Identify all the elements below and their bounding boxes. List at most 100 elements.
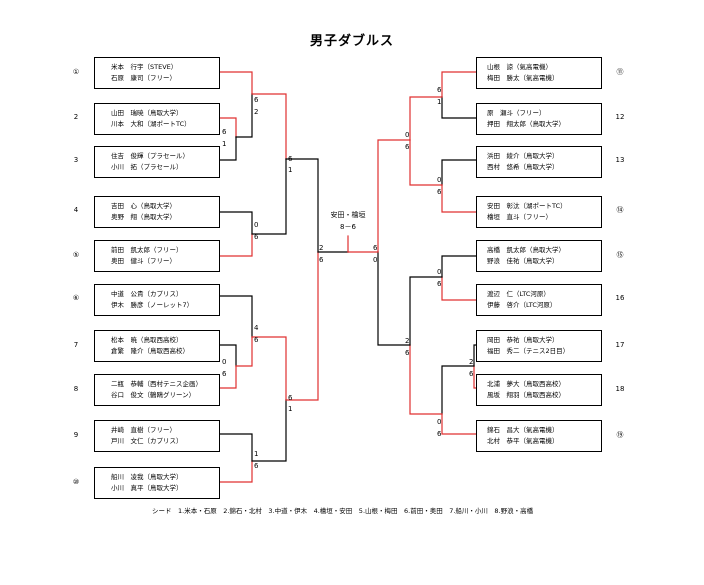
player-name: 前田 凱太郎（フリー） xyxy=(111,246,183,254)
team-box: 米本 行宇（STEVE） 石原 康司（フリー） xyxy=(94,57,220,89)
bracket-line xyxy=(441,365,475,415)
bracket-line xyxy=(441,184,477,213)
bracket-line xyxy=(235,93,253,138)
player-name: 檜垣 直斗（フリー） xyxy=(487,213,552,221)
bracket-line xyxy=(377,139,411,253)
player-name: 小川 拓（プラセール） xyxy=(111,163,183,171)
player-name: 山根 諒（氣高電機） xyxy=(487,63,552,71)
match-score: 6 xyxy=(405,143,410,151)
match-score: 6 xyxy=(254,336,259,344)
team-box: 山田 瑞暁（鳥取大学） 川本 大和（湖ポートTC） xyxy=(94,103,220,135)
team-box: 前田 凱太郎（フリー） 奥田 健斗（フリー） xyxy=(94,240,220,272)
match-score: 6 xyxy=(319,256,324,264)
bracket-line xyxy=(251,336,287,401)
player-name: 北浦 夢大（鳥取西高校） xyxy=(487,380,565,388)
team-box: 岡田 恭祐（鳥取大学） 福田 秀二（テニス2日目） xyxy=(476,330,602,362)
seed-label: ⑲ xyxy=(616,431,624,439)
seed-label: 18 xyxy=(615,385,625,393)
team-box: 井崎 直樹（フリー） 戸川 文仁（カプリス） xyxy=(94,420,220,452)
match-score: 6 xyxy=(437,430,442,438)
team-box: 船川 凌我（鳥取大学） 小川 真平（鳥取大学） xyxy=(94,467,220,499)
match-score: 6 xyxy=(373,244,378,252)
team-box: 原 瀬斗（フリー） 押田 翔太郎（鳥取大学） xyxy=(476,103,602,135)
bracket-line xyxy=(219,71,253,95)
bracket-line xyxy=(285,251,319,401)
match-score: 1 xyxy=(288,405,293,413)
player-name: 北村 恭平（氣高電機） xyxy=(487,437,559,445)
match-score: 2 xyxy=(405,337,410,345)
bracket-line xyxy=(409,276,443,346)
bracket-line xyxy=(441,71,477,98)
bracket-line xyxy=(473,365,477,389)
bracket-line xyxy=(409,344,443,415)
match-score: 6 xyxy=(469,370,474,378)
match-score: 6 xyxy=(288,394,293,402)
player-name: 米本 行宇（STEVE） xyxy=(111,63,178,71)
seeds-note: シード 1.米本・石原 2.錦石・北村 3.中道・伊木 4.檜垣・安田 5.山根… xyxy=(152,507,534,515)
bracket-line xyxy=(473,344,477,367)
seed-label: 12 xyxy=(615,113,625,121)
seed-label: 9 xyxy=(73,431,79,439)
match-score: 6 xyxy=(288,155,293,163)
player-name: 井崎 直樹（フリー） xyxy=(111,426,176,434)
seed-label: 3 xyxy=(73,156,79,164)
team-box: 中道 公貴（カプリス） 伊木 勝彦（ノーレット7） xyxy=(94,284,220,316)
match-score: 6 xyxy=(405,349,410,357)
bracket-line xyxy=(251,93,287,160)
bracket-line xyxy=(251,158,287,235)
bracket-line xyxy=(441,255,477,278)
player-name: 船川 凌我（鳥取大学） xyxy=(111,473,183,481)
player-name: 浜田 綾介（鳥取大学） xyxy=(487,152,559,160)
player-name: 松本 暁（鳥取西高校） xyxy=(111,336,183,344)
player-name: 福田 秀二（テニス2日目） xyxy=(487,347,570,355)
player-name: 倉繁 隆介（鳥取西高校） xyxy=(111,347,189,355)
bracket-line xyxy=(219,117,237,138)
team-box: 山根 諒（氣高電機） 梅田 勝太（氣高電機） xyxy=(476,57,602,89)
team-box: 松本 暁（鳥取西高校） 倉繁 隆介（鳥取西高校） xyxy=(94,330,220,362)
seed-label: ① xyxy=(72,68,80,76)
match-score: 0 xyxy=(437,418,442,426)
bracket-line xyxy=(219,344,237,367)
bracket-line xyxy=(219,211,253,235)
match-score: 0 xyxy=(437,176,442,184)
match-score: 6 xyxy=(254,96,259,104)
seed-label: ⑥ xyxy=(72,294,80,302)
page-title: 男子ダブルス xyxy=(309,34,394,49)
player-name: 奥田 健斗（フリー） xyxy=(111,257,176,265)
seed-label: 17 xyxy=(615,341,625,349)
match-score: 6 xyxy=(254,233,259,241)
match-score: 6 xyxy=(254,462,259,470)
player-name: 安田 彰汰（湖ポートTC） xyxy=(487,202,567,210)
seed-label: 13 xyxy=(615,156,625,164)
team-box: 北浦 夢大（鳥取西高校） 風坂 翔羽（鳥取西高校） xyxy=(476,374,602,406)
bracket-line xyxy=(219,295,253,338)
match-score: 2 xyxy=(319,244,324,252)
player-name: 原 瀬斗（フリー） xyxy=(487,109,546,117)
seed-label: ⑭ xyxy=(616,206,624,214)
player-name: 中道 公貴（カプリス） xyxy=(111,290,183,298)
team-box: 浜田 綾介（鳥取大学） 西村 悠希（鳥取大学） xyxy=(476,146,602,178)
match-score: 6 xyxy=(222,370,227,378)
player-name: 錦石 昌大（氣高電機） xyxy=(487,426,559,434)
match-score: 6 xyxy=(437,188,442,196)
team-box: 錦石 昌大（氣高電機） 北村 恭平（氣高電機） xyxy=(476,420,602,452)
player-name: 二瓶 恭輔（西村テニス企画） xyxy=(111,380,202,388)
player-name: 小川 真平（鳥取大学） xyxy=(111,484,183,492)
bracket-line xyxy=(441,159,477,186)
player-name: 石原 康司（フリー） xyxy=(111,74,176,82)
seed-label: 7 xyxy=(73,341,79,349)
champion-names: 安田・檜垣 xyxy=(330,211,366,219)
seed-label: 8 xyxy=(73,385,79,393)
team-box: 高橋 凱太郎（鳥取大学） 野浪 佳祐（鳥取大学） xyxy=(476,240,602,272)
seed-label: 2 xyxy=(73,113,79,121)
team-box: 二瓶 恭輔（西村テニス企画） 谷口 俊文（鶴鴎グリーン） xyxy=(94,374,220,406)
seed-label: 4 xyxy=(73,206,79,214)
player-name: 住吉 俊輝（プラセール） xyxy=(111,152,189,160)
seed-label: 16 xyxy=(615,294,625,302)
player-name: 押田 翔太郎（鳥取大学） xyxy=(487,120,565,128)
match-score: 1 xyxy=(254,450,259,458)
match-score: 6 xyxy=(437,280,442,288)
bracket-line xyxy=(235,336,253,367)
player-name: 風坂 翔羽（鳥取西高校） xyxy=(487,391,565,399)
